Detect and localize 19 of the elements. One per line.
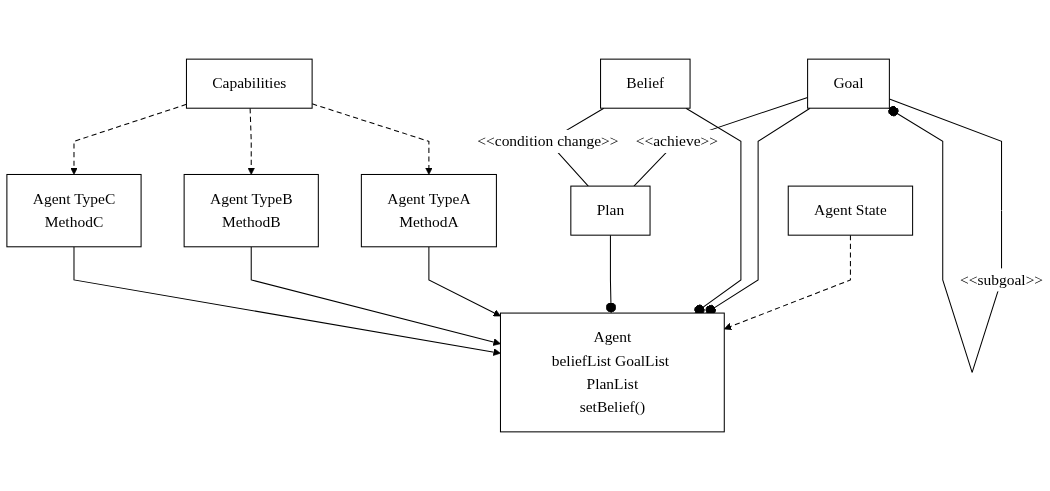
node-box: Agent TypeB MethodB (183, 173, 319, 248)
node-box: Plan (570, 185, 651, 236)
edge-label: <<condition change>> (477, 132, 619, 150)
arrow (73, 246, 501, 356)
arrow (250, 246, 501, 346)
arrow (70, 103, 187, 175)
node-box: Belief (600, 58, 691, 109)
edge-label: <<subgoal>> (959, 270, 1044, 289)
edge-label: <<achieve>> (635, 132, 718, 150)
node-box: Capabilities (185, 58, 313, 109)
connector (685, 107, 742, 315)
node-box: Agent TypeC MethodC (6, 173, 142, 248)
arrow (247, 107, 255, 175)
node-box: Agent TypeA MethodA (360, 173, 497, 248)
node-box: Goal (807, 58, 890, 109)
node-box: Agent State (787, 185, 914, 236)
connector (605, 234, 617, 314)
node-box: Agent beliefList GoalList PlanList setBelief() (499, 312, 725, 433)
arrow (428, 246, 501, 317)
